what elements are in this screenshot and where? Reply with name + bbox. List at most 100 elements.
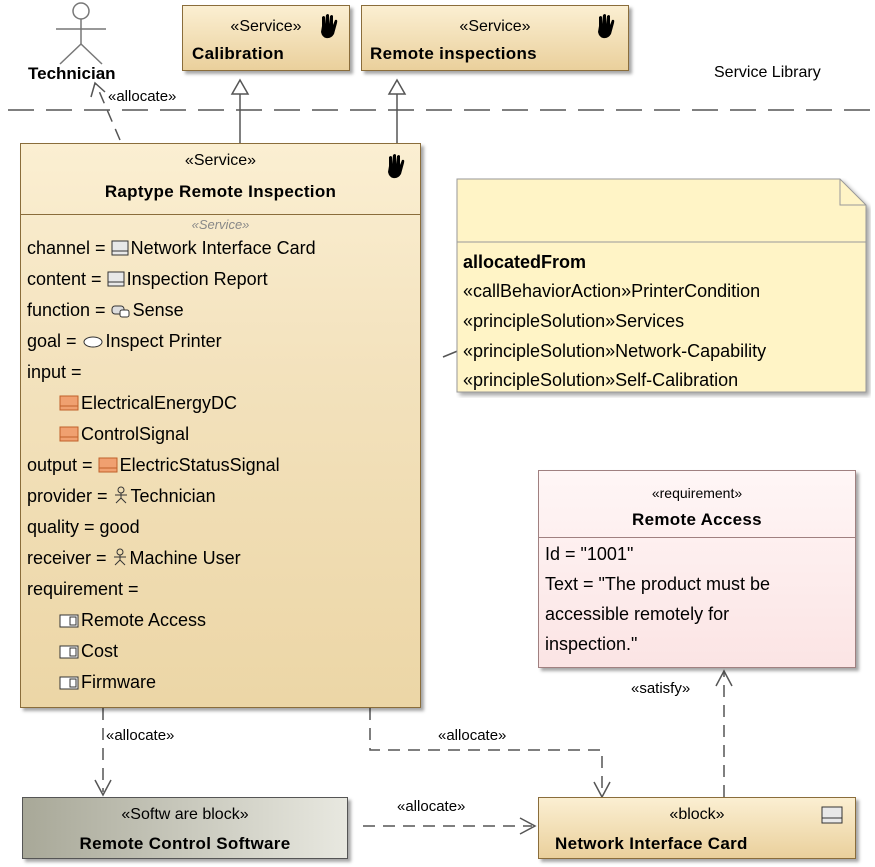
hand-icon: [321, 14, 338, 39]
prop-output-value: ElectricStatusSignal: [119, 455, 280, 475]
hand-icon: [388, 154, 405, 179]
allocate-software-arrow: [94, 779, 112, 797]
nic-stereotype: «block»: [669, 806, 725, 823]
nic-name: Network Interface Card: [555, 834, 748, 853]
allocate-sw-nic-label: «allocate»: [397, 798, 466, 815]
prop-function-label: function =: [27, 300, 111, 320]
requirement-text-2: accessible remotely for: [545, 604, 730, 624]
actor-icon: [114, 486, 127, 504]
allocate-technician-label: «allocate»: [108, 88, 177, 105]
prop-requirement-value-1: Remote Access: [59, 610, 206, 631]
requirement-block[interactable]: «requirement» Remote Access Id = "1001" …: [538, 470, 856, 668]
block-icon: [107, 271, 125, 287]
remote-inspections-stereotype: «Service»: [459, 18, 531, 35]
technician-label: Technician: [28, 64, 116, 83]
software-block[interactable]: «Softw are block» Remote Control Softwar…: [22, 797, 348, 859]
calibration-stereotype: «Service»: [230, 18, 302, 35]
prop-content: content = Inspection Report: [27, 269, 268, 290]
prop-goal: goal = Inspect Printer: [27, 331, 222, 352]
note-title: allocatedFrom: [463, 252, 587, 272]
prop-content-label: content =: [27, 269, 107, 289]
generalization-calibration-head: [230, 78, 250, 95]
prop-provider-value: Technician: [130, 486, 216, 506]
requirement-icon: [59, 614, 79, 628]
note-shape: [456, 178, 867, 393]
note-line-3: «principleSolution»Network-Capability: [463, 341, 767, 361]
signal-icon: [59, 426, 79, 442]
allocate-sw-nic-arrow: [519, 817, 537, 835]
note-line-1: «callBehaviorAction»PrinterCondition: [463, 281, 761, 301]
allocate-nic-line: [369, 708, 603, 795]
prop-requirement: requirement =: [27, 579, 139, 600]
prop-input-value-1: ElectricalEnergyDC: [59, 393, 237, 414]
package-label: Service Library: [714, 64, 821, 81]
prop-quality: quality = good: [27, 517, 140, 537]
signal-icon: [98, 457, 118, 473]
prop-provider: provider = Technician: [27, 486, 216, 507]
prop-input: input =: [27, 362, 82, 383]
calibration-name: Calibration: [192, 44, 285, 63]
prop-receiver-value: Machine User: [129, 548, 241, 568]
block-icon: [111, 240, 129, 256]
allocate-technician-arrow: [90, 81, 106, 98]
usecase-icon: [83, 336, 103, 348]
input-value-2: ControlSignal: [81, 424, 190, 444]
raptype-name: Raptype Remote Inspection: [104, 182, 337, 201]
requirement-value-2: Cost: [81, 641, 119, 661]
requirement-name: Remote Access: [632, 510, 762, 529]
prop-requirement-label: requirement =: [27, 579, 139, 599]
hand-icon: [598, 14, 615, 39]
raptype-block[interactable]: «Service» Raptype Remote Inspection «Ser…: [20, 143, 421, 708]
prop-output: output = ElectricStatusSignal: [27, 455, 280, 476]
requirement-divider: [539, 537, 855, 538]
prop-requirement-value-2: Cost: [59, 641, 118, 662]
prop-channel-value: Network Interface Card: [130, 238, 316, 258]
requirement-icon: [59, 645, 79, 659]
prop-provider-label: provider =: [27, 486, 113, 506]
prop-output-label: output =: [27, 455, 98, 475]
requirement-text-1: Text = "The product must be: [545, 574, 770, 594]
note-line-4: «principleSolution»Self-Calibration: [463, 370, 739, 390]
compartment-divider: [21, 214, 420, 215]
software-name: Remote Control Software: [79, 834, 291, 853]
prop-receiver: receiver = Machine User: [27, 548, 241, 569]
note-line-2: «principleSolution»Services: [463, 311, 685, 331]
requirement-text-3: inspection.": [545, 634, 638, 654]
input-value-1: ElectricalEnergyDC: [81, 393, 238, 413]
allocate-nic-label: «allocate»: [438, 727, 507, 744]
requirement-id: Id = "1001": [545, 544, 634, 564]
prop-goal-label: goal =: [27, 331, 82, 351]
prop-channel-label: channel =: [27, 238, 111, 258]
allocate-technician-line: [95, 83, 121, 141]
satisfy-arrow: [715, 669, 733, 687]
prop-function-value: Sense: [132, 300, 184, 320]
software-stereotype: «Softw are block»: [121, 806, 249, 823]
technician-actor-icon[interactable]: [52, 2, 110, 66]
requirement-value-3: Firmware: [81, 672, 156, 692]
signal-icon: [59, 395, 79, 411]
prop-function: function = Sense: [27, 300, 184, 321]
generalization-remote-head: [387, 78, 407, 95]
prop-content-value: Inspection Report: [126, 269, 268, 289]
allocate-software-label: «allocate»: [106, 727, 175, 744]
raptype-stereotype: «Service»: [184, 152, 257, 169]
block-icon: [821, 806, 843, 824]
remote-inspections-name: Remote inspections: [370, 44, 537, 63]
requirement-stereotype: «requirement»: [651, 485, 743, 501]
prop-input-label: input =: [27, 362, 82, 382]
actor-icon: [113, 548, 126, 566]
requirement-icon: [59, 676, 79, 690]
calibration-block[interactable]: «Service» Calibration: [182, 5, 350, 71]
activity-icon: [111, 305, 130, 318]
prop-input-value-2: ControlSignal: [59, 424, 189, 445]
requirement-value-1: Remote Access: [81, 610, 207, 630]
prop-receiver-label: receiver =: [27, 548, 112, 568]
prop-goal-value: Inspect Printer: [105, 331, 222, 351]
nic-block[interactable]: «block» Network Interface Card: [538, 797, 856, 859]
prop-requirement-value-3: Firmware: [59, 672, 156, 693]
satisfy-label: «satisfy»: [631, 680, 691, 697]
prop-channel: channel = Network Interface Card: [27, 238, 316, 259]
remote-inspections-block[interactable]: «Service» Remote inspections: [361, 5, 629, 71]
